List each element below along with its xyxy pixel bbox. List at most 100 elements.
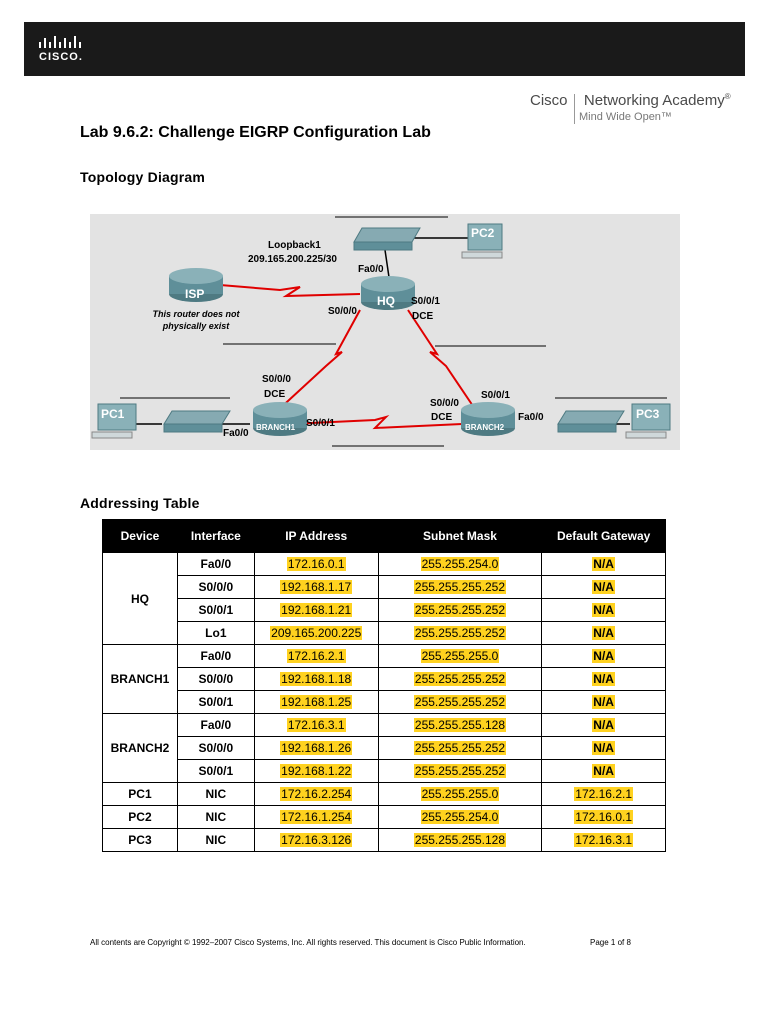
loopback-label: Loopback1: [268, 240, 321, 251]
cell-ip: 192.168.1.22: [253, 759, 379, 783]
topology-heading: Topology Diagram: [80, 169, 206, 185]
cell-device: HQ: [102, 552, 178, 645]
cell-ip: 192.168.1.26: [253, 736, 379, 760]
cell-device: BRANCH2: [102, 713, 178, 783]
cisco-wordmark: CISCO.: [39, 51, 83, 63]
cell-mask: 255.255.254.0: [377, 552, 543, 576]
pc2-label: PC2: [471, 226, 495, 240]
highlighted-value: 172.16.0.1: [574, 810, 633, 824]
highlighted-value: 209.165.200.225: [270, 626, 363, 640]
cell-mask: 255.255.255.252: [377, 736, 543, 760]
highlighted-value: 172.16.1.254: [280, 810, 353, 824]
highlighted-value: N/A: [592, 718, 615, 732]
highlighted-value: 192.168.1.18: [280, 672, 353, 686]
router-branch2-icon: [461, 402, 515, 436]
cell-mask: 255.255.255.252: [377, 598, 543, 622]
cell-device: PC3: [102, 828, 178, 852]
branch1-s001-label: S0/0/1: [306, 418, 335, 429]
highlighted-value: N/A: [592, 580, 615, 594]
academy-networking-text: Networking Academy: [583, 92, 725, 109]
isp-router-name: ISP: [185, 287, 205, 301]
academy-reg-mark: ®: [724, 92, 731, 101]
addressing-heading: Addressing Table: [80, 495, 200, 511]
highlighted-value: 192.168.1.17: [280, 580, 353, 594]
cell-gw: N/A: [541, 552, 666, 576]
col-header-mask: Subnet Mask: [377, 519, 543, 553]
highlighted-value: 255.255.255.0: [420, 787, 500, 801]
highlighted-value: 255.255.255.0: [420, 649, 500, 663]
hq-s000-label: S0/0/0: [328, 306, 357, 317]
cell-mask: 255.255.255.252: [377, 759, 543, 783]
branch2-fa-label: Fa0/0: [518, 412, 544, 423]
col-header-gateway: Default Gateway: [541, 519, 666, 553]
highlighted-value: 255.255.255.252: [413, 580, 506, 594]
highlighted-value: N/A: [592, 764, 615, 778]
cell-interface: S0/0/0: [176, 575, 255, 599]
cell-device: PC1: [102, 782, 178, 806]
pc1-icon: [91, 403, 137, 439]
cell-interface: NIC: [176, 828, 255, 852]
pc2-icon: [461, 223, 503, 259]
page-footer: All contents are Copyright © 1992–2007 C…: [90, 938, 690, 947]
branch1-fa-label: Fa0/0: [223, 428, 249, 439]
router-hq-icon: [361, 276, 415, 310]
academy-tagline: Mind Wide Open™: [579, 111, 672, 123]
loopback-ip-label: 209.165.200.225/30: [248, 254, 337, 265]
topology-canvas: [90, 214, 680, 450]
cell-interface: Fa0/0: [176, 713, 255, 737]
highlighted-value: 255.255.255.252: [413, 672, 506, 686]
hq-dce-label: DCE: [412, 311, 434, 322]
cell-ip: 172.16.2.254: [253, 782, 379, 806]
pc3-label: PC3: [636, 407, 660, 421]
cell-gw: N/A: [541, 690, 666, 714]
pc3-icon: [625, 403, 671, 439]
cell-gw: N/A: [541, 736, 666, 760]
cell-interface: Fa0/0: [176, 552, 255, 576]
cell-device: BRANCH1: [102, 644, 178, 714]
highlighted-value: N/A: [592, 741, 615, 755]
cell-interface: S0/0/0: [176, 667, 255, 691]
highlighted-value: 255.255.254.0: [420, 557, 500, 571]
cell-interface: NIC: [176, 805, 255, 829]
cisco-logo: CISCO.: [36, 34, 96, 64]
cell-interface: S0/0/1: [176, 598, 255, 622]
cell-ip: 172.16.2.1: [253, 644, 379, 668]
cell-ip: 172.16.1.254: [253, 805, 379, 829]
cell-interface: S0/0/0: [176, 736, 255, 760]
cell-interface: Fa0/0: [176, 644, 255, 668]
highlighted-value: N/A: [592, 695, 615, 709]
highlighted-value: 255.255.255.128: [413, 718, 506, 732]
cell-mask: 255.255.255.128: [377, 713, 543, 737]
highlighted-value: 255.255.255.252: [413, 764, 506, 778]
page-number: Page 1 of 8: [590, 938, 631, 947]
highlighted-value: N/A: [592, 649, 615, 663]
router-isp-icon: [169, 268, 223, 302]
cell-ip: 192.168.1.25: [253, 690, 379, 714]
addressing-table: Device Interface IP Address Subnet Mask …: [102, 519, 666, 852]
highlighted-value: 255.255.255.252: [413, 626, 506, 640]
col-header-ip: IP Address: [253, 519, 379, 553]
cell-gw: 172.16.2.1: [541, 782, 666, 806]
cell-ip: 192.168.1.17: [253, 575, 379, 599]
cell-mask: 255.255.255.252: [377, 575, 543, 599]
isp-note-line2: physically exist: [162, 321, 230, 331]
highlighted-value: 192.168.1.25: [280, 695, 353, 709]
highlighted-value: 172.16.3.1: [574, 833, 633, 847]
highlighted-value: 172.16.2.254: [280, 787, 353, 801]
branch1-router-name: BRANCH1: [256, 423, 296, 432]
highlighted-value: 172.16.3.1: [286, 718, 346, 732]
cell-gw: N/A: [541, 667, 666, 691]
copyright-text: All contents are Copyright © 1992–2007 C…: [90, 938, 526, 947]
cell-ip: 209.165.200.225: [253, 621, 379, 645]
academy-cisco-text: Cisco: [530, 92, 568, 109]
cisco-bridge-icon: [39, 36, 81, 48]
col-header-device: Device: [102, 519, 178, 553]
highlighted-value: N/A: [592, 626, 615, 640]
cell-gw: N/A: [541, 621, 666, 645]
